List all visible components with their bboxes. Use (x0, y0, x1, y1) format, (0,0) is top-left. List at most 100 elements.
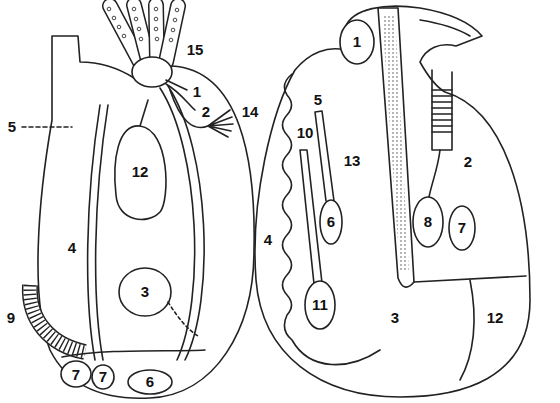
illustration-line (22, 126, 72, 128)
illustration-line (320, 200, 342, 244)
illustration-line (382, 14, 409, 272)
callout-number: 6 (145, 373, 155, 390)
illustration-line (413, 197, 443, 247)
illustration-line (429, 150, 440, 197)
illustration-line (378, 8, 414, 287)
illustration-line (134, 17, 138, 21)
illustration-line (283, 74, 381, 365)
illustration-line (432, 90, 452, 132)
illustration-line (119, 268, 171, 316)
illustration-line (166, 6, 178, 62)
illustration-line (154, 17, 158, 21)
callout-number: 3 (390, 309, 400, 327)
illustration-line (156, 5, 157, 60)
callout-number: 8 (423, 213, 433, 230)
callout-number: 7 (98, 368, 108, 385)
callout-number: 15 (186, 41, 205, 59)
callout-number: 12 (486, 309, 505, 326)
illustration-line (92, 365, 114, 389)
callout-number: 1 (352, 33, 362, 50)
callout-number: 4 (67, 239, 77, 256)
right-body (255, 6, 530, 397)
callout-number: 6 (145, 373, 155, 391)
illustration-line (171, 28, 175, 32)
callout-number: 10 (296, 124, 315, 142)
illustration-line (115, 126, 166, 220)
illustration-line (117, 25, 121, 29)
illustration-line (175, 8, 179, 12)
callout-number: 10 (296, 124, 315, 141)
illustration-line (137, 27, 141, 31)
callout-number: 7 (457, 219, 467, 237)
illustration-line (169, 38, 173, 42)
illustration-line (30, 285, 85, 352)
callout-number: 1 (192, 83, 202, 101)
illustration-line (122, 34, 126, 38)
illustration-line (305, 281, 335, 329)
callout-number: 3 (140, 283, 150, 300)
illustration-line (134, 5, 148, 60)
callout-number: 2 (463, 153, 473, 170)
callout-number: 14 (241, 103, 260, 121)
callout-number: 9 (6, 309, 16, 327)
illustration-line (107, 7, 179, 42)
tentacles (107, 5, 179, 62)
illustration-line (340, 20, 374, 64)
illustration-line (166, 6, 178, 62)
callout-number: 3 (140, 283, 150, 301)
illustration-line (155, 37, 159, 41)
callout-number: 1 (352, 33, 362, 51)
illustration-line (432, 70, 452, 150)
illustration-line (173, 18, 177, 22)
callout-number: 7 (71, 366, 81, 384)
callout-number: 7 (71, 366, 81, 383)
callout-number: 5 (7, 118, 17, 136)
illustration-line (168, 86, 204, 360)
callout-number: 3 (390, 309, 400, 326)
callout-number: 7 (457, 219, 467, 236)
callout-number: 2 (201, 103, 211, 120)
illustration-line (96, 105, 108, 360)
illustration-line (255, 6, 530, 397)
illustration-line (62, 350, 205, 357)
illustration-line (420, 20, 470, 36)
illustration-line (208, 110, 233, 137)
illustration-line (460, 280, 474, 380)
illustration-line (156, 5, 157, 60)
callout-number: 2 (463, 153, 473, 171)
illustration-line (134, 5, 148, 60)
illustration-line (61, 361, 91, 387)
callout-number: 13 (343, 152, 362, 170)
callout-number: 5 (7, 118, 17, 135)
illustration-line (30, 285, 85, 352)
illustration-line (154, 7, 158, 11)
illustration-line (154, 27, 158, 31)
illustration-line (140, 100, 148, 126)
callout-number: 14 (241, 103, 260, 120)
callout-number: 4 (67, 239, 77, 257)
illustration-line (139, 37, 143, 41)
callout-number: 6 (326, 213, 336, 230)
callout-number: 4 (263, 231, 273, 249)
callout-number: 9 (6, 309, 16, 326)
callout-number: 2 (201, 103, 211, 121)
illustration-line (300, 150, 322, 284)
illustration-line (107, 7, 111, 11)
illustration-line (160, 88, 195, 360)
illustration-line (30, 285, 85, 352)
callout-number: 7 (98, 368, 108, 386)
illustration-line (112, 16, 116, 20)
callout-number: 12 (131, 163, 150, 180)
callout-number: 5 (313, 91, 323, 108)
illustration-line (132, 7, 136, 11)
left-body (22, 5, 254, 398)
callout-number: 11 (311, 296, 329, 314)
callout-number: 1 (192, 83, 202, 100)
illustration-line (132, 57, 172, 87)
illustration-line (449, 206, 475, 250)
callout-number: 6 (326, 213, 336, 231)
illustration-line (168, 302, 198, 336)
